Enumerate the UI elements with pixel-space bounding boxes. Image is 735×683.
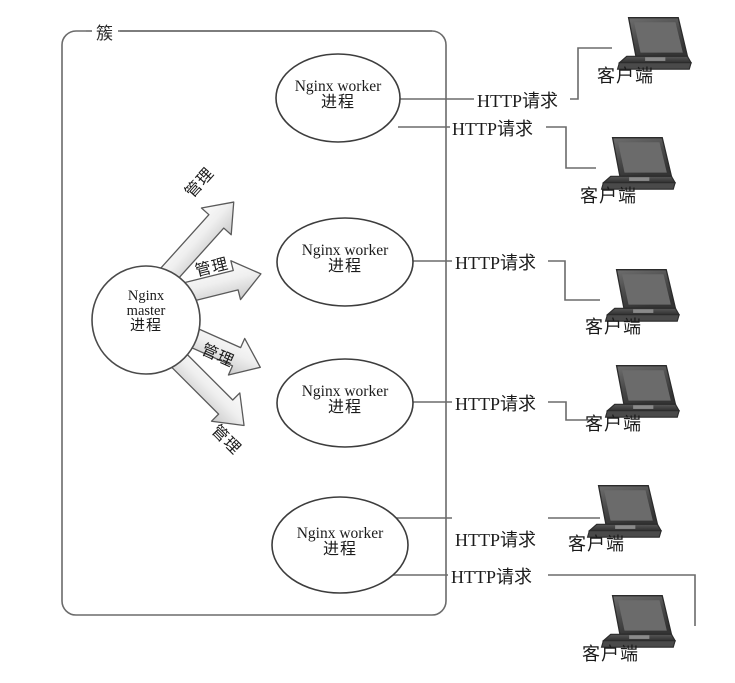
client-label-1: 客户端 xyxy=(597,66,654,86)
laptop-icon-5 xyxy=(586,485,663,538)
client-label-3: 客户端 xyxy=(585,317,642,337)
laptop-icon-3 xyxy=(604,269,681,322)
http-request-label-4: HTTP请求 xyxy=(455,394,536,414)
master-node-label: Nginx master 进程 xyxy=(96,288,196,335)
worker-1-label-line1: Nginx worker xyxy=(294,78,382,95)
worker-3-label-line1: Nginx worker xyxy=(301,383,389,400)
client-laptop-icons xyxy=(586,17,693,648)
http-request-label-5: HTTP请求 xyxy=(455,530,536,550)
laptop-icon-1 xyxy=(616,17,693,70)
client-label-5: 客户端 xyxy=(568,534,625,554)
worker-3-label-line2: 进程 xyxy=(327,399,362,417)
worker-4-label-line1: Nginx worker xyxy=(296,525,384,542)
worker-4-label-line2: 进程 xyxy=(322,541,357,559)
http-request-label-6: HTTP请求 xyxy=(451,567,532,587)
cluster-label: 簇 xyxy=(92,19,118,44)
laptop-icon-4 xyxy=(604,365,681,418)
worker-2-label-line1: Nginx worker xyxy=(301,242,389,259)
http-request-label-1: HTTP请求 xyxy=(477,91,558,111)
http-label-knockouts xyxy=(448,86,570,587)
worker-2-label-line2: 进程 xyxy=(327,258,362,276)
worker-node-2-label: Nginx worker 进程 xyxy=(275,242,415,276)
client-label-4: 客户端 xyxy=(585,414,642,434)
http-request-label-2: HTTP请求 xyxy=(452,119,533,139)
worker-node-3-label: Nginx worker 进程 xyxy=(275,383,415,417)
http-request-label-3: HTTP请求 xyxy=(455,253,536,273)
worker-node-4-label: Nginx worker 进程 xyxy=(270,525,410,559)
worker-node-4-ellipse xyxy=(271,496,409,594)
client-label-2: 客户端 xyxy=(580,186,637,206)
master-label-line3: 进程 xyxy=(129,318,162,335)
master-label-line2: master xyxy=(126,303,166,320)
master-node-circle xyxy=(91,265,201,375)
master-label-line1: Nginx xyxy=(127,288,165,304)
client-label-6: 客户端 xyxy=(582,644,639,664)
worker-node-1-label: Nginx worker 进程 xyxy=(268,78,408,112)
worker-node-1-ellipse xyxy=(275,53,401,143)
worker-node-2-ellipse xyxy=(276,217,414,307)
worker-node-3-ellipse xyxy=(276,358,414,448)
laptop-icon-6 xyxy=(600,595,677,648)
laptop-icon-2 xyxy=(600,137,677,190)
worker-1-label-line2: 进程 xyxy=(320,94,355,112)
